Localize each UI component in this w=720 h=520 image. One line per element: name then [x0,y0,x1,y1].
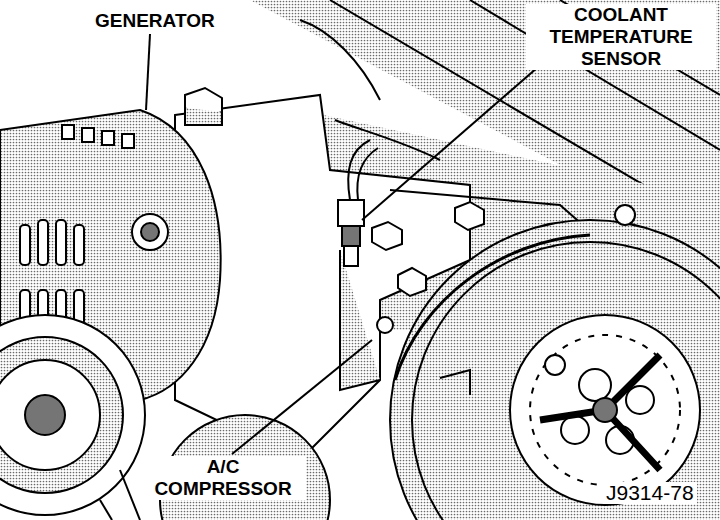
leader-lines [146,34,560,454]
part-label: A/C COMPRESSOR [140,456,306,500]
part-label: GENERATOR [92,10,218,32]
figure-number: J9314-78 [603,482,697,504]
part-label: COOLANT TEMPERATURE SENSOR [526,4,716,70]
